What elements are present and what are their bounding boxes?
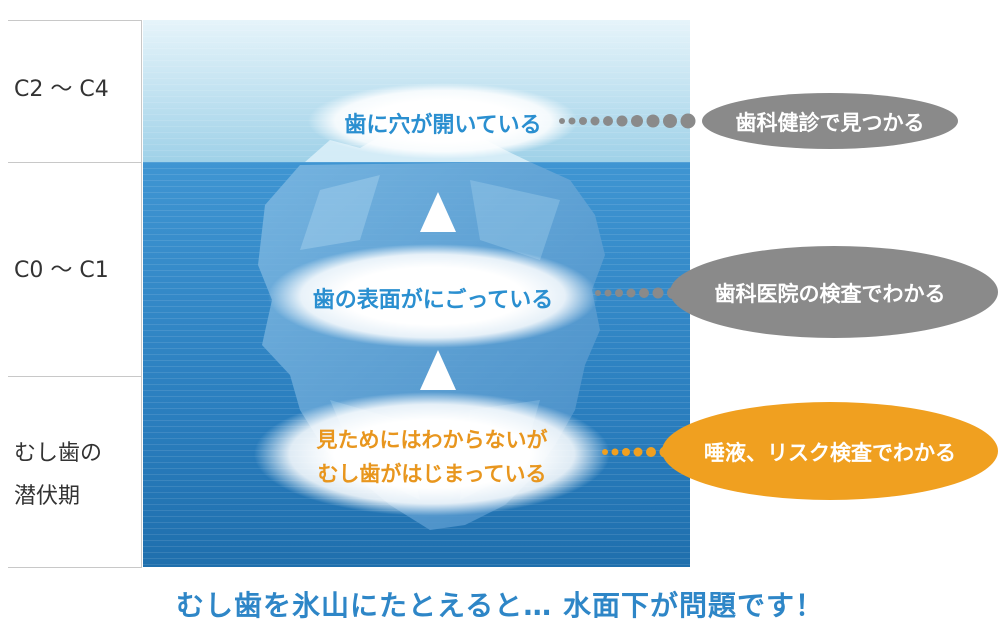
up-arrow-triangle <box>420 192 456 232</box>
diagram-caption: むし歯を氷山にたとえると… 水面下が問題です！ <box>176 589 824 622</box>
up-arrow-triangle <box>420 350 456 390</box>
stage-column-border <box>141 20 142 567</box>
connector-dots-top <box>559 113 696 129</box>
iceberg-facet <box>470 180 560 260</box>
pill-text-dental-checkup: 歯科健診で見つかる <box>735 111 925 135</box>
connector-dots-middle <box>595 287 679 299</box>
stage-label-latent-line1: むし歯の <box>14 441 103 466</box>
cloud-text-cavity: 歯に穴が開いている <box>344 113 542 138</box>
pill-saliva-test <box>662 402 998 500</box>
stage-label-c0-c1: C0 ～ C1 <box>14 258 109 283</box>
stage-divider <box>8 567 142 568</box>
cloud-text-cloudy-surface: 歯の表面がにごっている <box>312 288 554 313</box>
stage-label-c2-c4: C2 ～ C4 <box>14 77 109 102</box>
pill-dental-checkup <box>702 93 958 149</box>
stage-divider <box>8 376 142 377</box>
cloud-cloudy-surface <box>268 244 598 348</box>
pill-text-dental-clinic: 歯科医院の検査でわかる <box>714 282 946 306</box>
cloud-cavity <box>308 83 578 159</box>
pill-dental-clinic <box>670 246 998 338</box>
stage-divider <box>8 162 142 163</box>
stage-label-latent-line2: 潜伏期 <box>14 484 81 509</box>
iceberg-facet <box>300 175 380 250</box>
cloud-text-early-line1: 見ためにはわからないが <box>316 428 548 452</box>
cloud-text-early-line2: むし歯がはじまっている <box>317 462 547 486</box>
stage-divider <box>8 20 142 21</box>
cloud-early-stage <box>254 392 610 516</box>
pill-text-saliva-test: 唾液、リスク検査でわかる <box>704 441 956 465</box>
